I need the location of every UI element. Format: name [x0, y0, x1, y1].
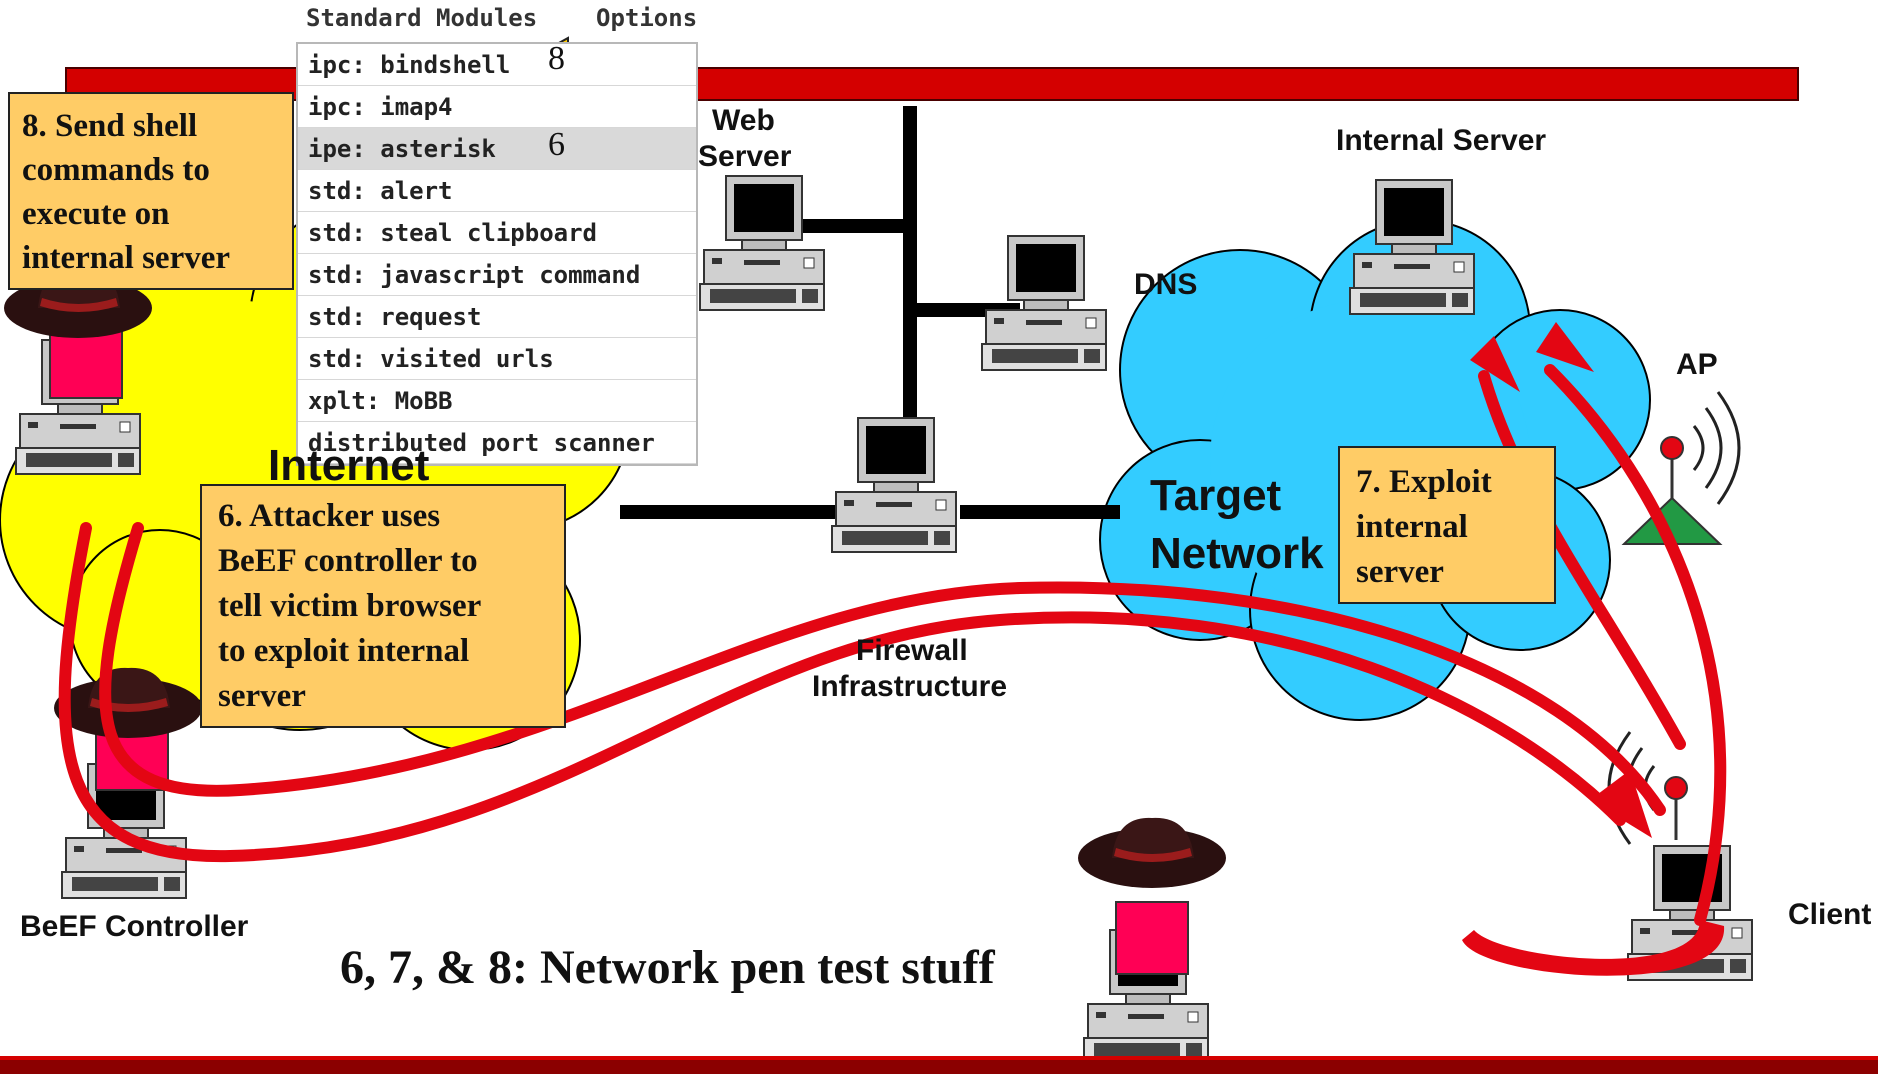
module-menu: ipc: bindshell ipc: imap4 ipe: asterisk … — [296, 42, 698, 466]
firewall-label-2: Infrastructure — [812, 670, 1008, 703]
ap-antenna — [1621, 391, 1741, 545]
firewall-label-1: Firewall — [856, 634, 968, 667]
step6-line-5: server — [218, 678, 306, 714]
firewall-computer — [831, 417, 957, 553]
internal-server-label: Internal Server — [1336, 124, 1547, 157]
module-item-bindshell[interactable]: ipc: bindshell — [298, 44, 696, 86]
ap-label: AP — [1676, 348, 1718, 381]
arrow-heads — [1462, 322, 1725, 976]
web-server-computer — [699, 175, 825, 311]
target-network-label-1: Target — [1150, 471, 1282, 520]
module-item-steal-clipboard[interactable]: std: steal clipboard — [298, 212, 696, 254]
step6-line-2: BeEF controller to — [218, 543, 478, 579]
step7-line-1: 7. Exploit — [1356, 464, 1492, 500]
attack-path-arrows — [58, 364, 1727, 926]
attacker-computer — [4, 267, 152, 475]
step8-line-2: commands to — [22, 152, 210, 188]
step8-line-4: internal server — [22, 240, 231, 276]
target-network-label-2: Network — [1150, 529, 1324, 578]
step6-line-1: 6. Attacker uses — [218, 498, 441, 534]
bindshell-step-number: 8 — [548, 40, 565, 77]
asterisk-step-number: 6 — [548, 126, 565, 163]
slide-caption: 6, 7, & 8: Network pen test stuff — [340, 941, 995, 994]
dns-label: DNS — [1134, 268, 1198, 301]
module-item-mobb[interactable]: xplt: MoBB — [298, 380, 696, 422]
tab-options[interactable]: Options — [596, 4, 698, 32]
victim-computer — [1078, 817, 1226, 1065]
bottom-banner — [0, 1058, 1878, 1074]
client-label: Client — [1788, 898, 1872, 931]
beef-controller-label: BeEF Controller — [20, 910, 249, 943]
module-item-port-scanner[interactable]: distributed port scanner — [298, 422, 696, 464]
module-item-imap4[interactable]: ipc: imap4 — [298, 86, 696, 128]
step6-box: 6. Attacker uses BeEF controller to tell… — [200, 484, 566, 728]
step8-box: 8. Send shell commands to execute on int… — [8, 92, 294, 290]
module-item-javascript-command[interactable]: std: javascript command — [298, 254, 696, 296]
step7-line-2: internal — [1356, 509, 1468, 545]
module-item-asterisk[interactable]: ipe: asterisk — [298, 128, 696, 170]
module-item-request[interactable]: std: request — [298, 296, 696, 338]
step8-line-1: 8. Send shell — [22, 108, 198, 144]
step6-line-4: to exploit internal — [218, 633, 470, 669]
step8-line-3: execute on — [22, 196, 170, 232]
internet-label: Internet — [268, 441, 430, 490]
module-item-alert[interactable]: std: alert — [298, 170, 696, 212]
step7-line-3: server — [1356, 554, 1444, 590]
step7-box: 7. Exploit internal server — [1338, 446, 1556, 604]
step6-line-3: tell victim browser — [218, 588, 482, 624]
tab-standard-modules[interactable]: Standard Modules — [306, 4, 538, 32]
web-server-label-1: Web — [712, 104, 775, 137]
module-item-visited-urls[interactable]: std: visited urls — [298, 338, 696, 380]
network-lines — [620, 106, 1120, 519]
web-server-label-2: Server — [698, 140, 792, 173]
